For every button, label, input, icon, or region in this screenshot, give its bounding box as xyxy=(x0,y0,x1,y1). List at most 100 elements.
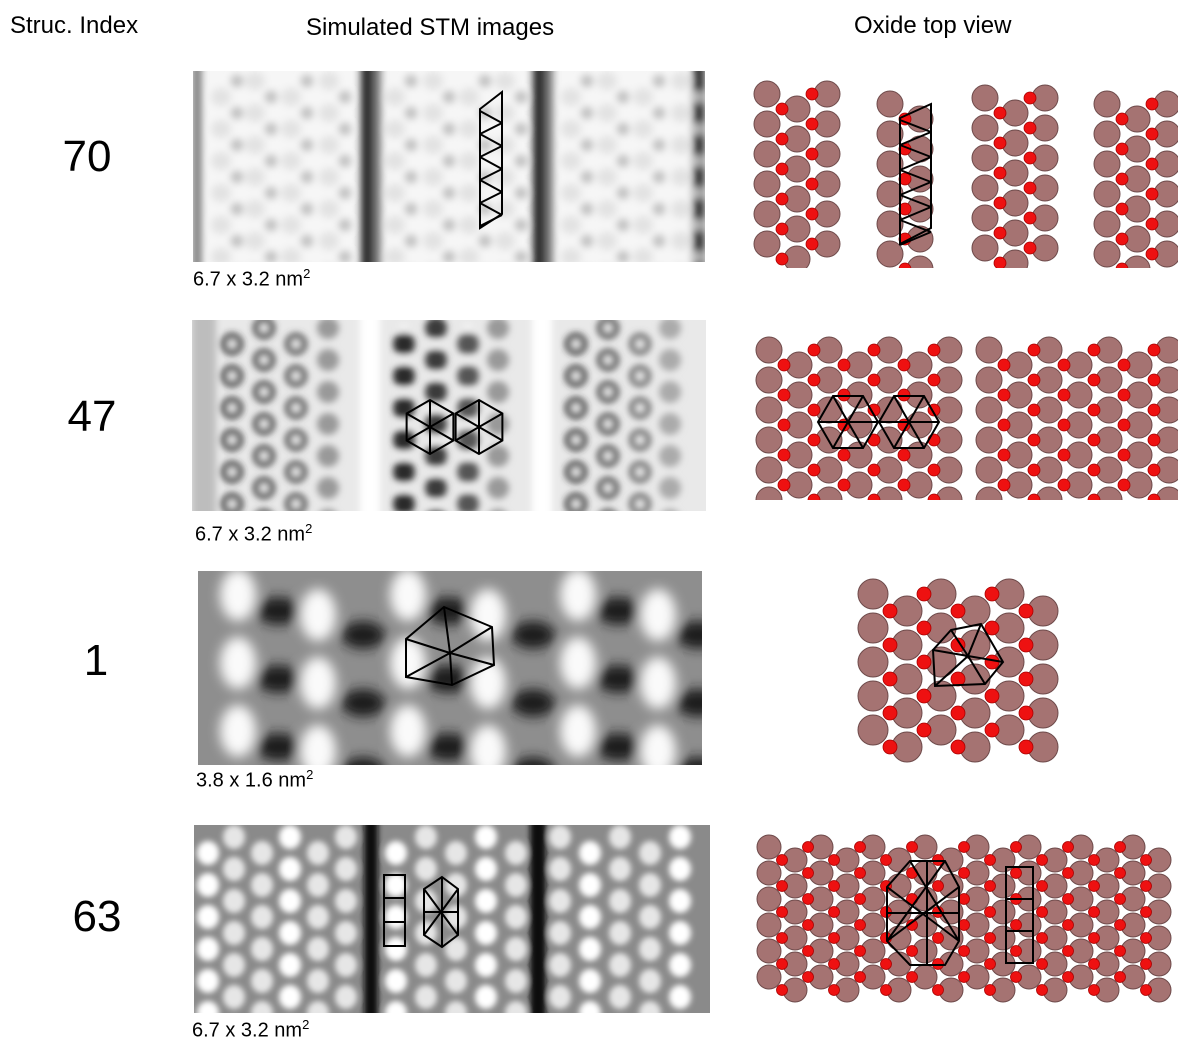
metal-atom xyxy=(1093,240,1121,268)
stm-spot xyxy=(597,72,617,90)
oxygen-atom xyxy=(1062,971,1074,983)
oxygen-atom xyxy=(1140,880,1152,892)
stm-spot xyxy=(561,120,581,138)
metal-atom xyxy=(876,210,904,238)
stm-spot xyxy=(515,219,527,231)
stm-spot xyxy=(549,889,571,913)
stm-spot xyxy=(227,499,237,509)
metal-atom xyxy=(1123,255,1151,268)
stm-spot xyxy=(399,483,409,493)
oxygen-atom xyxy=(1145,157,1159,171)
oxygen-atom xyxy=(807,463,821,477)
oxygen-atom xyxy=(1027,343,1041,357)
oxygen-atom xyxy=(1018,705,1034,721)
stm-spot xyxy=(633,248,653,262)
stm-spot xyxy=(511,621,555,649)
oxygen-atom xyxy=(1036,880,1048,892)
stm-spot xyxy=(479,75,491,87)
scale-label-70: 6.7 x 3.2 nm2 xyxy=(193,266,311,291)
stm-spot xyxy=(301,203,313,215)
stm-spot xyxy=(640,725,676,765)
stm-spot xyxy=(470,725,506,765)
overlay-hexagon-spoke xyxy=(950,629,969,657)
oxygen-atom xyxy=(775,132,789,146)
oxygen-atom xyxy=(927,373,941,387)
stm-spot xyxy=(617,123,629,135)
stm-spot xyxy=(265,219,277,231)
stm-spot xyxy=(385,905,407,929)
stm-spot xyxy=(495,104,515,122)
oxygen-atom xyxy=(1140,984,1152,996)
oxygen-atom xyxy=(777,478,791,492)
overlay-hexagon-spoke xyxy=(443,606,451,654)
row-index-1: 1 xyxy=(83,636,109,685)
stm-spot xyxy=(220,637,256,689)
oxygen-atom xyxy=(854,945,866,957)
stm-spot xyxy=(405,171,417,183)
stm-spot xyxy=(319,200,339,218)
oxygen-atom xyxy=(837,388,851,402)
stm-spot xyxy=(457,461,479,483)
overlay-triangle-edge xyxy=(479,214,503,227)
stm-spot xyxy=(335,953,357,977)
overlay-hex-stack-edge xyxy=(909,860,960,942)
stm-spot xyxy=(561,152,581,170)
oxygen-atom xyxy=(880,958,892,970)
oxygen-atom xyxy=(984,854,996,866)
stm-spot xyxy=(515,91,527,103)
stm-spot xyxy=(415,825,437,849)
stm-spot xyxy=(581,107,593,119)
stm-spot xyxy=(300,725,336,765)
stm-spot xyxy=(445,841,467,865)
oxygen-atom xyxy=(1010,945,1022,957)
stm-spot xyxy=(197,1001,219,1013)
stm-spot xyxy=(659,413,681,435)
metal-atom xyxy=(857,646,889,678)
oxygen-atom xyxy=(997,358,1011,372)
overlay-hexagon-right-diag xyxy=(455,412,503,442)
oxygen-atom xyxy=(906,841,918,853)
metal-atom xyxy=(756,938,782,964)
oxygen-atom xyxy=(1023,181,1037,195)
metal-atom xyxy=(756,886,782,912)
oxygen-atom xyxy=(805,177,819,191)
oxygen-atom xyxy=(1147,463,1161,477)
metal-atom xyxy=(935,486,963,500)
oxygen-atom xyxy=(776,880,788,892)
stm-spot xyxy=(415,857,437,881)
oxygen-atom xyxy=(1036,932,1048,944)
oxygen-atom xyxy=(906,971,918,983)
stm-spot xyxy=(495,200,515,218)
stm-spot xyxy=(211,184,231,202)
oxygen-atom xyxy=(993,226,1007,240)
stm-spot xyxy=(431,339,441,349)
stm-spot xyxy=(259,419,269,429)
stm-spot xyxy=(463,483,473,493)
stm-spot xyxy=(281,152,301,170)
stm-spot xyxy=(609,985,631,1009)
stm-spot xyxy=(561,248,581,262)
metal-atom xyxy=(975,366,1003,394)
stm-spot xyxy=(470,589,506,641)
oxygen-atom xyxy=(1117,418,1131,432)
stm-spot xyxy=(385,1001,407,1013)
oxygen-atom xyxy=(916,620,932,636)
oxygen-atom xyxy=(777,448,791,462)
oxygen-atom xyxy=(837,478,851,492)
oxygen-atom xyxy=(776,906,788,918)
stm-spot xyxy=(399,355,409,365)
oxygen-atom xyxy=(958,893,970,905)
oxygen-atom xyxy=(1114,841,1126,853)
stm-spot xyxy=(515,155,527,167)
stm-spot xyxy=(671,168,691,186)
stm-spot xyxy=(259,323,269,333)
overlay-hex-stack-edge xyxy=(886,860,946,942)
stm-spot xyxy=(223,921,245,945)
stm-spot xyxy=(399,387,409,397)
oxygen-atom xyxy=(805,117,819,131)
stm-spot xyxy=(463,451,473,461)
stm-spot xyxy=(671,104,691,122)
metal-atom xyxy=(815,486,843,500)
stm-spot xyxy=(640,657,676,709)
oxygen-atom xyxy=(1036,984,1048,996)
